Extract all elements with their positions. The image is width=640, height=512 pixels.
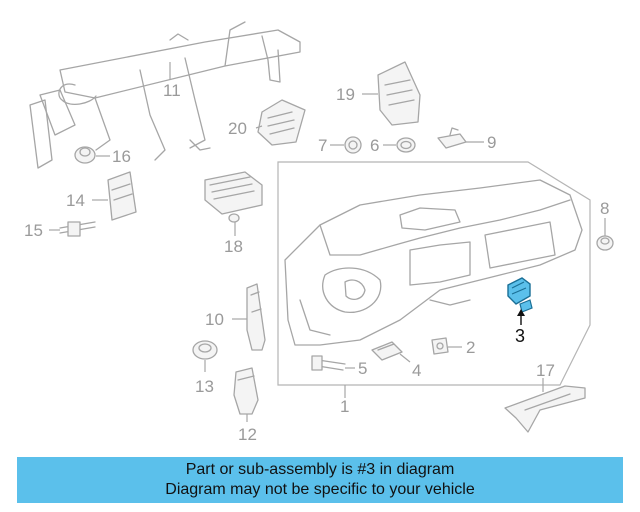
part-7-grommet: [344, 136, 362, 154]
part-11-cross-car-beam: [29, 21, 301, 169]
label-12: 12: [238, 425, 257, 444]
label-1: 1: [340, 397, 349, 416]
part-10-trim: [246, 283, 266, 351]
label-11: 11: [163, 81, 181, 100]
banner-line-2: Diagram may not be specific to your vehi…: [165, 481, 475, 498]
label-8: 8: [600, 199, 609, 218]
part-13-grommet: [192, 340, 218, 360]
part-5-bolt: [311, 355, 346, 371]
label-3-highlighted: 3: [515, 326, 525, 346]
part-labels: 11 16 14 15 18 19 20 7 6 9 8 10 13 12 17…: [24, 81, 609, 444]
part-20-grille: [257, 99, 306, 146]
label-5: 5: [358, 359, 367, 378]
part-1-instrument-panel: [284, 179, 583, 346]
label-2: 2: [466, 338, 475, 357]
part-17-brace: [504, 385, 586, 433]
label-16: 16: [112, 147, 131, 166]
label-18: 18: [224, 237, 243, 256]
label-10: 10: [205, 310, 224, 329]
part-15-bolt: [59, 221, 96, 237]
label-4: 4: [412, 361, 421, 380]
label-17: 17: [536, 361, 555, 380]
part-18-module: [204, 171, 263, 223]
part-3-bracket-highlighted: [507, 277, 533, 313]
label-7: 7: [318, 136, 327, 155]
part-16-clip: [74, 146, 96, 164]
part-info-banner: Part or sub-assembly is #3 in diagram Di…: [17, 457, 623, 503]
label-6: 6: [370, 136, 379, 155]
part-19-duct: [377, 61, 421, 126]
label-15: 15: [24, 221, 43, 240]
part-9-clip: [437, 127, 467, 149]
label-13: 13: [195, 377, 214, 396]
part-8-clip: [596, 235, 614, 251]
part-4-bracket: [371, 341, 403, 361]
label-19: 19: [336, 85, 355, 104]
leader-lines: [49, 62, 606, 422]
label-9: 9: [487, 133, 496, 152]
part-2-clip: [431, 337, 449, 355]
banner-line-1: Part or sub-assembly is #3 in diagram: [185, 461, 455, 478]
label-20: 20: [228, 119, 247, 138]
part-14-bracket: [107, 171, 137, 221]
assembly-frame: [277, 161, 591, 386]
label-14: 14: [66, 191, 85, 210]
part-12-bracket: [233, 367, 259, 415]
part-6-grommet: [396, 137, 416, 153]
